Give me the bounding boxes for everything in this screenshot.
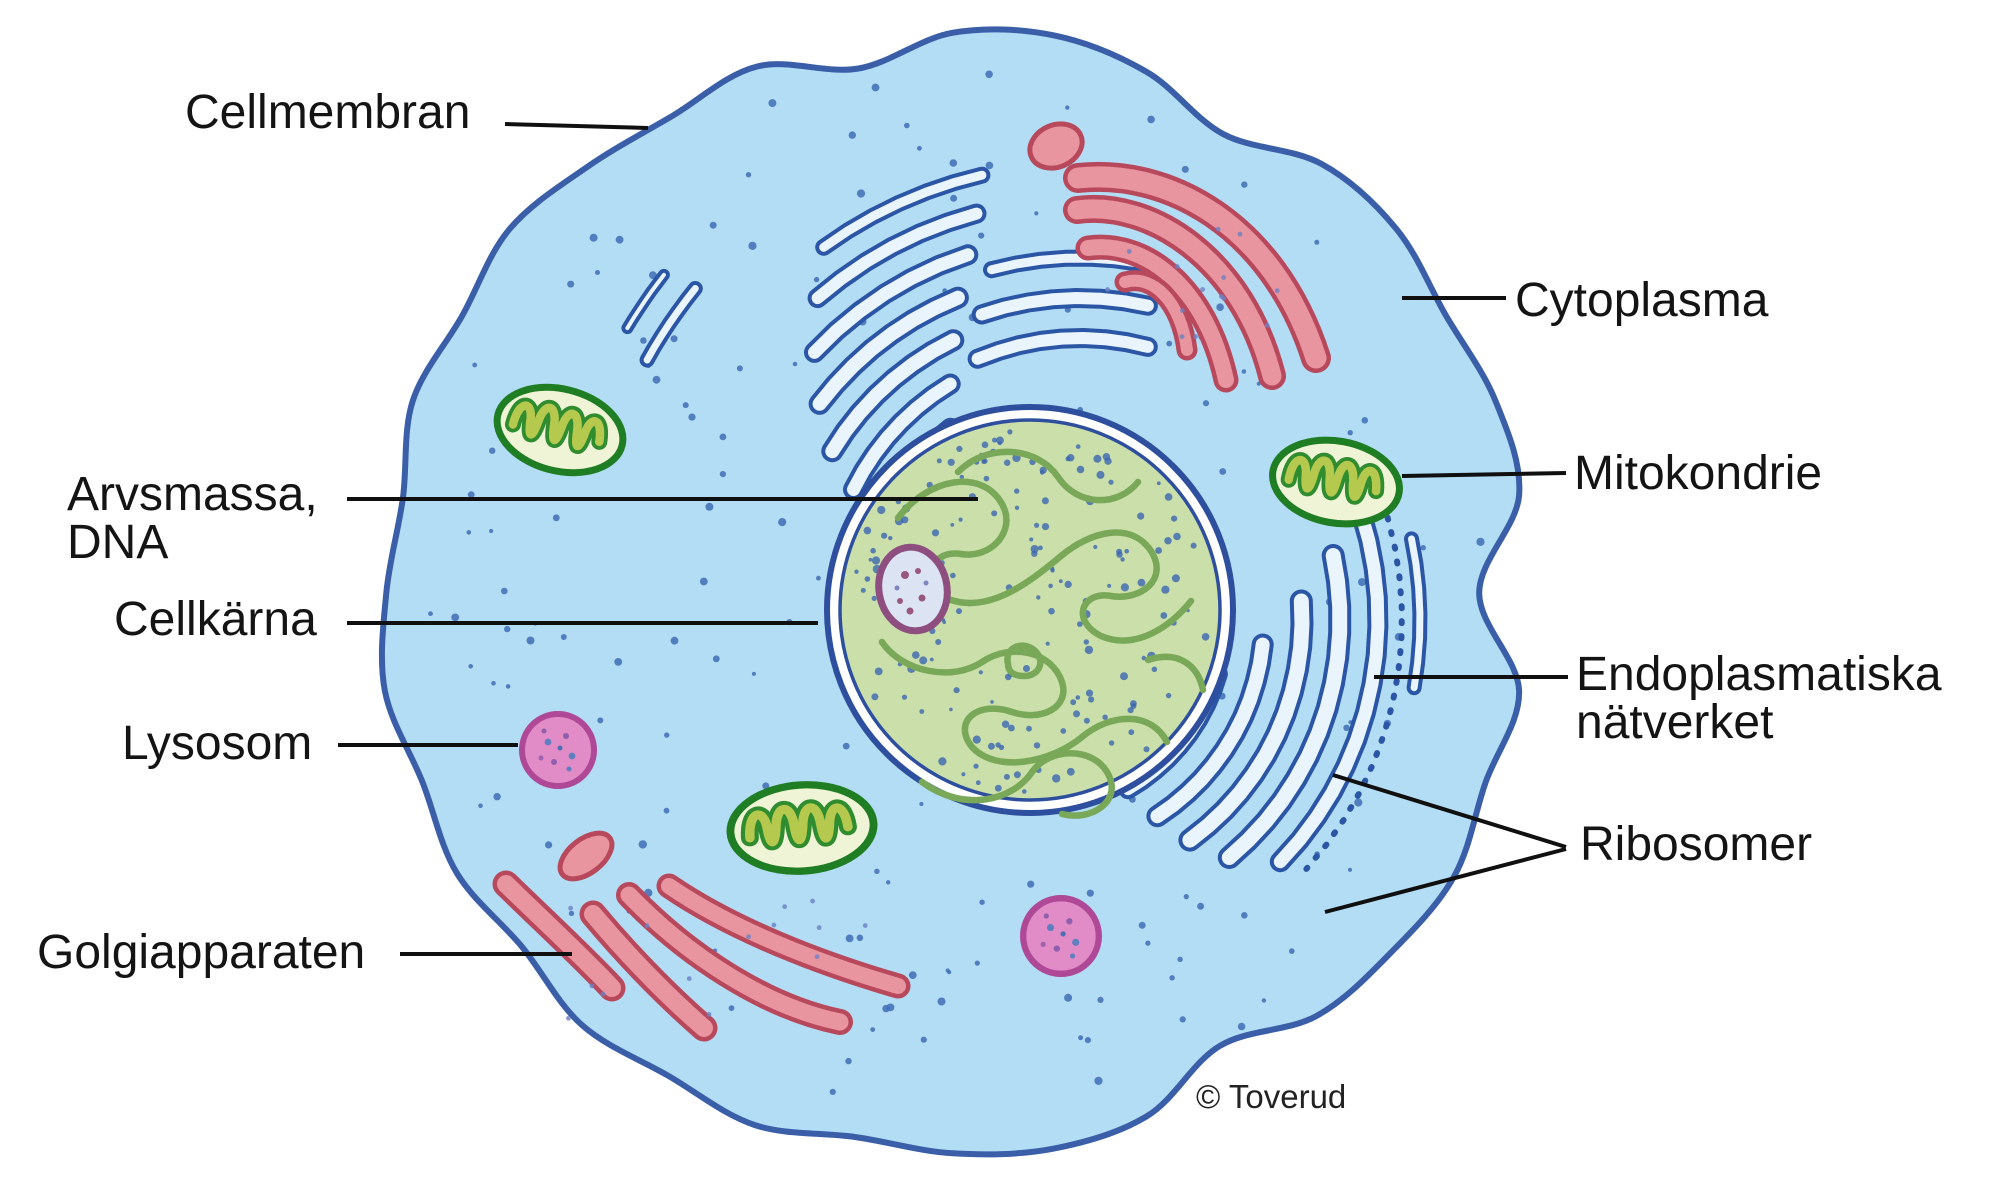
label-arvsmassa-line2: DNA: [67, 516, 169, 569]
label-lysosom: Lysosom: [122, 717, 313, 770]
label-endoplasmatiska-line2: nätverket: [1576, 696, 1774, 749]
label-endoplasmatiska: Endoplasmatiska nätverket: [1576, 651, 1942, 747]
label-arvsmassa-line1: Arvsmassa,: [67, 468, 318, 521]
mitokondrie-pointer-line: [1401, 471, 1567, 478]
credit-text: © Toverud: [1196, 1078, 1347, 1115]
transport-vesicle-icon: [1027, 121, 1085, 171]
label-golgiapparaten: Golgiapparaten: [37, 926, 366, 979]
lysosome-icon: [1023, 898, 1099, 974]
label-endoplasmatiska-line1: Endoplasmatiska: [1576, 648, 1942, 701]
nucleolus-icon: [875, 543, 951, 635]
ribosomer-pointer-line-lower: [1324, 847, 1567, 914]
label-arvsmassa-dna: Arvsmassa, DNA: [67, 471, 318, 567]
golgi-stack-upper-right-icon: [1027, 121, 1331, 393]
cellmembran-pointer-line: [504, 122, 649, 130]
ribosomer-pointer-line-upper: [1332, 773, 1567, 849]
chromatin-dna-icon: [878, 448, 1207, 819]
label-mitokondrie: Mitokondrie: [1574, 447, 1823, 500]
golgi-vesicle-icon: [557, 830, 615, 882]
label-cellmembran: Cellmembran: [185, 86, 471, 139]
label-cellkarna: Cellkärna: [114, 593, 317, 646]
golgi-apparatus-icon: [492, 830, 911, 1042]
lysosome-icon: [522, 714, 594, 786]
label-ribosomer: Ribosomer: [1580, 818, 1813, 871]
pointer-lines: [338, 122, 1568, 956]
nucleus-icon: [824, 404, 1236, 819]
label-cytoplasma: Cytoplasma: [1515, 274, 1769, 327]
